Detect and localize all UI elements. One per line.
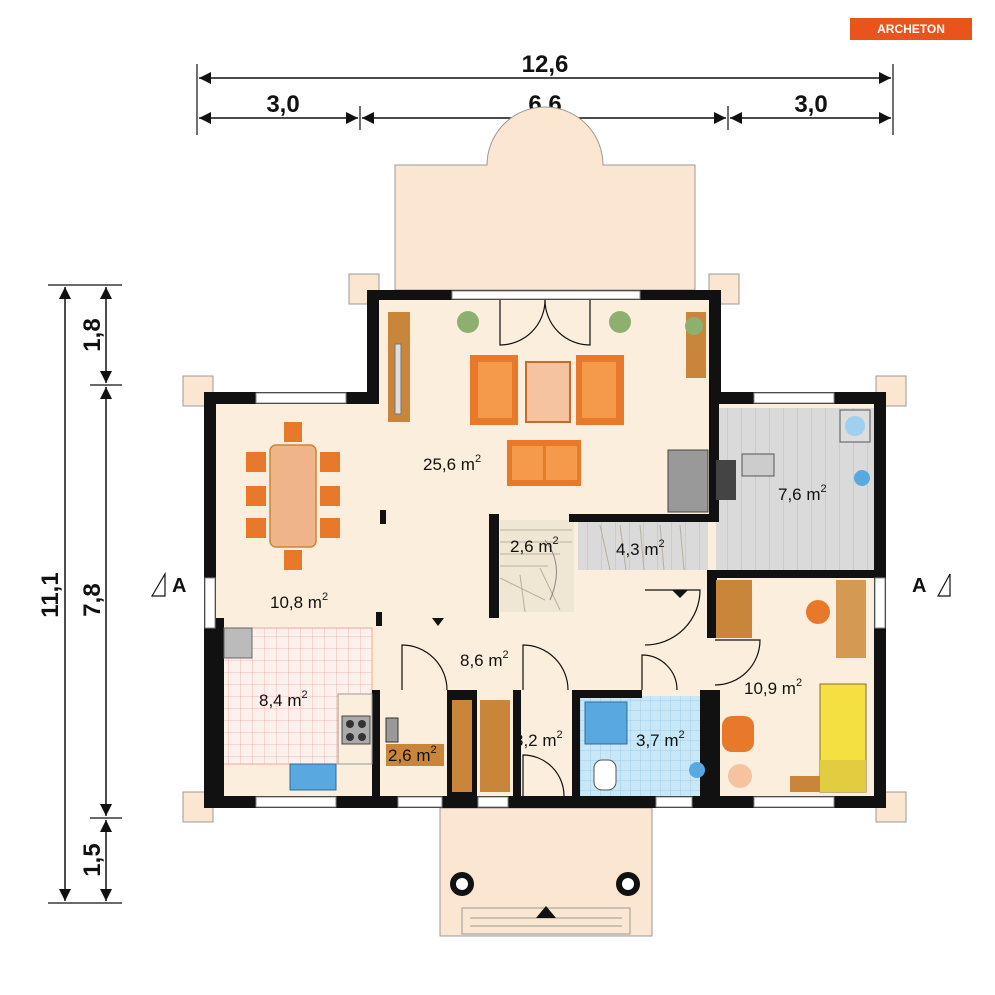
depth-segment-middle: 7,8: [79, 583, 106, 616]
room-area-utility: 7,6 m2: [778, 483, 827, 504]
width-segment-right: 3,0: [794, 91, 827, 118]
room-area-bathroom: 3,7 m2: [636, 729, 685, 750]
doors: [401, 299, 761, 797]
room-area-wardrobe: 3,2 m2: [514, 729, 563, 750]
storage-arrow-icon: [672, 590, 688, 598]
front-terrace: [394, 106, 696, 291]
room-labels: 25,6 m2 10,8 m2 8,4 m2 8,6 m2 2,6 m2 3,2…: [259, 453, 827, 765]
living-furniture: [388, 311, 706, 486]
staircase: [499, 524, 685, 613]
room-area-hall: 8,6 m2: [460, 649, 509, 670]
depth-segment-bottom: 1,5: [79, 843, 106, 876]
stair-arrow-icon: [432, 618, 444, 626]
entrance-porch: [439, 807, 653, 937]
section-marker-right: A: [912, 573, 951, 597]
total-depth-label: 11,1: [37, 572, 64, 617]
brand-logo: ARCHETON: [850, 18, 972, 40]
room-area-bedroom: 10,9 m2: [744, 677, 802, 698]
depth-segment-top: 1,8: [79, 318, 106, 351]
svg-text:A: A: [912, 575, 926, 597]
left-dimensions: 11,1 1,8 7,8 1,5: [37, 284, 122, 904]
dining-furniture: [246, 422, 340, 570]
plant-icon: [457, 311, 479, 333]
room-area-storage: 4,3 m2: [616, 538, 665, 559]
svg-text:A: A: [172, 575, 186, 597]
room-area-living: 25,6 m2: [423, 453, 481, 474]
closets: [386, 700, 510, 792]
section-marker-left: A: [150, 571, 186, 597]
utility-fittings: [667, 409, 871, 513]
kitchen-fittings: [223, 627, 399, 791]
room-area-stairs: 2,6 m2: [510, 535, 559, 556]
width-segment-left: 3,0: [266, 91, 299, 118]
bedroom-furniture: [716, 580, 867, 793]
room-area-dining: 10,8 m2: [270, 591, 328, 612]
room-area-pantry: 2,6 m2: [388, 744, 437, 765]
plant-icon: [609, 311, 631, 333]
room-area-kitchen: 8,4 m2: [259, 689, 308, 710]
bathroom-fittings: [584, 701, 705, 791]
brand-name: ARCHETON: [877, 22, 945, 36]
entry-arrow: [536, 906, 556, 918]
total-width-label: 12,6: [522, 51, 569, 78]
plant-icon: [685, 317, 703, 335]
windows: [204, 290, 886, 808]
